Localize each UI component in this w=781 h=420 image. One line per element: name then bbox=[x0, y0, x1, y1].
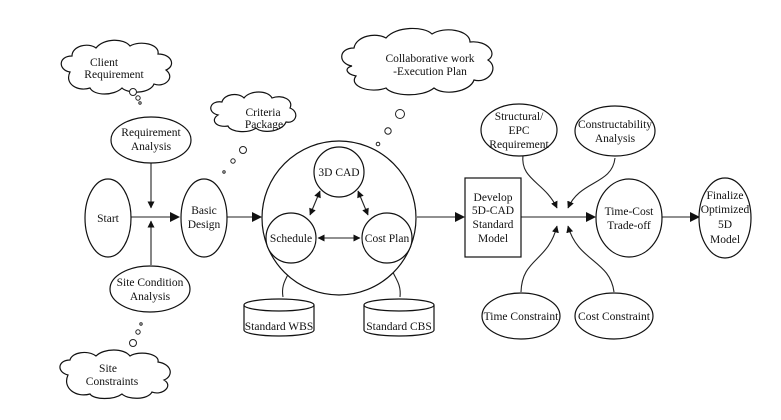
internal-links bbox=[309, 190, 369, 242]
node-3d-cad[interactable]: 3D CAD bbox=[313, 146, 365, 198]
node-label: Requirement bbox=[121, 127, 181, 139]
node-label: Time-Cost bbox=[605, 206, 655, 218]
node-label: Start bbox=[97, 213, 120, 225]
link-cad-costplan bbox=[357, 190, 369, 216]
arrow-constructability-to-junction bbox=[567, 157, 616, 209]
node-develop-5d-cad[interactable]: Develop 5D-CAD Standard Model bbox=[464, 177, 522, 258]
node-standard-cbs[interactable]: Standard CBS bbox=[363, 298, 435, 337]
svg-text:Constraints: Constraints bbox=[86, 376, 139, 388]
node-constructability-analysis[interactable]: Constructability Analysis bbox=[574, 105, 656, 157]
node-finalize-optimized-5d-model[interactable]: Finalize Optimized 5D Model bbox=[698, 177, 752, 259]
cloud-label: Site bbox=[99, 363, 117, 375]
svg-text:Requirement: Requirement bbox=[84, 69, 144, 81]
node-time-constraint[interactable]: Time Constraint bbox=[481, 292, 561, 340]
arrow-cost-constraint-to-junction bbox=[566, 225, 615, 293]
cloud-label: Constraints bbox=[86, 376, 139, 388]
node-label: Model bbox=[478, 233, 508, 245]
node-requirement-analysis[interactable]: Requirement Analysis bbox=[110, 116, 192, 164]
svg-text:-Execution Plan: -Execution Plan bbox=[393, 66, 467, 78]
node-label: Time Constraint bbox=[484, 311, 559, 323]
cloud-label: Criteria bbox=[245, 107, 280, 119]
cloud-label: Package bbox=[245, 119, 283, 131]
svg-text:Site: Site bbox=[99, 363, 117, 375]
cloud-label: Requirement bbox=[84, 69, 144, 81]
node-label: Model bbox=[710, 234, 740, 246]
node-label: Basic bbox=[191, 205, 217, 217]
node-cost-plan[interactable]: Cost Plan bbox=[361, 212, 413, 264]
node-standard-wbs[interactable]: Standard WBS bbox=[243, 298, 315, 337]
node-schedule[interactable]: Schedule bbox=[265, 212, 317, 264]
node-start[interactable]: Start bbox=[84, 178, 132, 258]
node-label: Schedule bbox=[270, 233, 312, 245]
node-label: Standard bbox=[473, 219, 514, 231]
thought-bubbles-criteria bbox=[222, 146, 247, 174]
cloud-label: -Execution Plan bbox=[393, 66, 467, 78]
node-basic-design[interactable]: Basic Design bbox=[180, 178, 228, 258]
thought-bubbles-client bbox=[129, 88, 142, 105]
arrow-time-constraint-to-junction bbox=[520, 225, 559, 293]
arrow-structural-to-junction bbox=[522, 154, 558, 209]
cloud-site-constraints: Site Constraints bbox=[59, 349, 171, 400]
node-label: 3D CAD bbox=[318, 167, 359, 179]
cloud-label: Client bbox=[90, 57, 119, 69]
node-time-cost-tradeoff[interactable]: Time-Cost Trade-off bbox=[595, 178, 663, 258]
node-label: Requirement bbox=[489, 139, 549, 151]
svg-text:Client: Client bbox=[90, 57, 119, 69]
node-cost-constraint[interactable]: Cost Constraint bbox=[574, 292, 654, 340]
cloud-client-requirement: Client Requirement bbox=[60, 39, 173, 95]
node-label: Standard WBS bbox=[245, 321, 313, 333]
link-cad-schedule bbox=[309, 190, 321, 216]
thought-bubbles-site bbox=[129, 322, 143, 347]
node-site-condition-analysis[interactable]: Site Condition Analysis bbox=[109, 265, 191, 313]
node-label: 5D bbox=[718, 219, 732, 231]
node-label: Structural/ bbox=[495, 111, 544, 123]
cloud-criteria-package: Criteria Package bbox=[210, 91, 297, 133]
node-label: 5D-CAD bbox=[472, 205, 514, 217]
cloud-label: Collaborative work bbox=[385, 53, 474, 65]
node-label: Cost Plan bbox=[365, 233, 410, 245]
node-label: Analysis bbox=[131, 141, 172, 153]
node-structural-epc[interactable]: Structural/ EPC Requirement bbox=[480, 103, 558, 157]
thought-bubbles-collaborative bbox=[375, 109, 405, 147]
node-label: Site Condition bbox=[117, 277, 184, 289]
node-label: Constructability bbox=[578, 119, 652, 131]
node-label: Optimized bbox=[701, 204, 750, 216]
node-label: Cost Constraint bbox=[578, 311, 651, 323]
cloud-collaborative-work: Collaborative work -Execution Plan bbox=[341, 27, 494, 96]
svg-text:Criteria: Criteria bbox=[245, 107, 280, 119]
node-label: Finalize bbox=[706, 190, 743, 202]
node-label: EPC bbox=[508, 125, 529, 137]
svg-text:Collaborative work: Collaborative work bbox=[385, 53, 474, 65]
node-label: Design bbox=[188, 219, 221, 231]
node-label: Analysis bbox=[130, 291, 171, 303]
node-label: Trade-off bbox=[607, 220, 651, 232]
svg-text:Package: Package bbox=[245, 119, 283, 131]
node-label: Develop bbox=[474, 192, 513, 204]
node-label: Analysis bbox=[595, 133, 636, 145]
node-label: Standard CBS bbox=[366, 321, 432, 333]
